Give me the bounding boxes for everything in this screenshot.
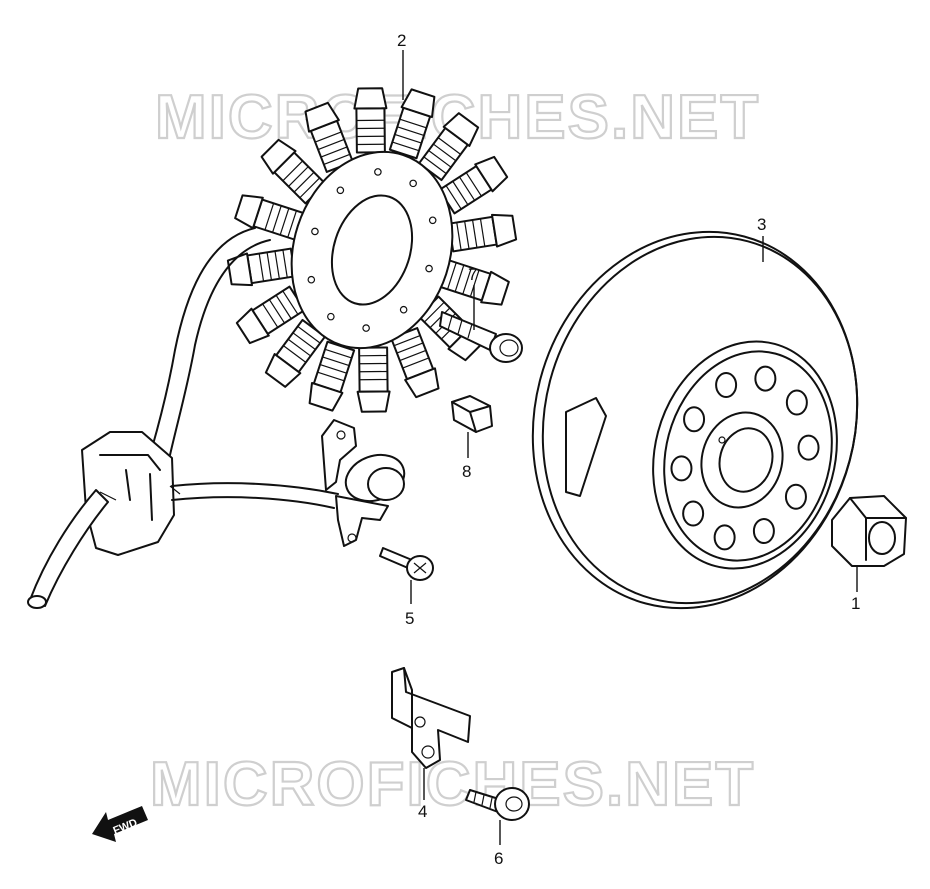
stator-hole: [307, 275, 316, 284]
stator-hole: [428, 216, 437, 225]
stator-pole: [234, 194, 306, 241]
stator-wire-harness: [27, 227, 339, 609]
rotor-hole: [784, 483, 807, 510]
screw-5: [379, 547, 434, 581]
bracket-4: [391, 667, 471, 769]
stator-pole: [264, 318, 326, 388]
callout-2: 2: [397, 31, 406, 100]
woodruff-key-8: [451, 395, 493, 433]
rotor-hole: [752, 518, 775, 545]
rotor-hole: [785, 389, 808, 416]
callout-6: 6: [494, 820, 503, 868]
stator-hole: [409, 179, 417, 188]
stator-hole: [327, 312, 335, 321]
callout-1: 1: [851, 566, 860, 613]
callout-3: 3: [757, 215, 766, 262]
callout-label-1: 1: [851, 594, 860, 613]
stator-hole: [374, 168, 382, 176]
callout-label-2: 2: [397, 31, 406, 50]
callout-5: 5: [405, 580, 414, 628]
callout-label-8: 8: [462, 462, 471, 481]
stator-hole: [425, 264, 433, 273]
stator-pole: [390, 327, 440, 399]
callout-label-7: 7: [468, 265, 477, 284]
stator-pole: [418, 112, 480, 182]
callout-8: 8: [462, 432, 471, 481]
stator-pole: [308, 340, 356, 412]
callout-label-4: 4: [418, 802, 427, 821]
stator-hole: [362, 324, 370, 332]
rotor-hole: [670, 455, 693, 482]
rotor-hole: [797, 434, 820, 461]
stator-hole: [399, 305, 408, 314]
callout-4: 4: [418, 768, 427, 821]
rotor-hole: [715, 371, 738, 398]
stator-pole: [356, 346, 391, 413]
stator-coil: [226, 87, 518, 413]
callout-7: 7: [468, 265, 477, 330]
nut-1: [831, 495, 907, 567]
stator-hole: [336, 186, 345, 195]
stator-pole: [235, 285, 306, 345]
flywheel-rotor: [531, 230, 859, 610]
stator-pole: [388, 88, 436, 160]
stator-pole: [438, 155, 509, 215]
watermark-bottom: MICROFICHES.NET: [150, 750, 755, 819]
stator-pole: [447, 213, 518, 253]
callout-label-3: 3: [757, 215, 766, 234]
callout-label-5: 5: [405, 609, 414, 628]
rotor-hole: [754, 365, 777, 392]
fwd-arrow-icon: FWD: [92, 806, 148, 842]
bolt-7: [439, 311, 523, 363]
bolt-6: [465, 787, 530, 821]
stator-pole: [353, 87, 388, 154]
stator-pole: [226, 247, 297, 287]
rotor-hole: [713, 524, 736, 551]
pickup-coil: [321, 419, 406, 547]
rotor-hole: [682, 500, 705, 527]
callout-label-6: 6: [494, 849, 503, 868]
rotor-hole: [683, 406, 706, 433]
stator-hole: [311, 227, 319, 236]
